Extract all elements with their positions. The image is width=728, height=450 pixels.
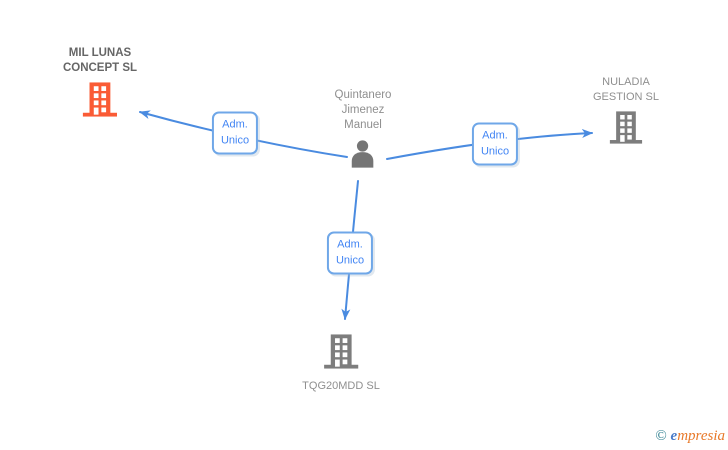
- company-node-mil-lunas-concept-sl[interactable]: MIL LUNAS CONCEPT SL: [63, 46, 137, 123]
- company-name-line: MIL LUNAS: [68, 47, 132, 59]
- person-node-quintanero-jimenez-manuel[interactable]: Quintanero Jimenez Manuel: [334, 88, 392, 174]
- company-name-line: GESTION SL: [592, 91, 660, 103]
- edge-label-adm-unico-right: Adm. Unico: [471, 122, 519, 166]
- person-name-line: Manuel: [344, 119, 382, 131]
- edge-label-line: Adm.: [482, 129, 508, 142]
- empresia-logo[interactable]: © empresia: [655, 428, 725, 445]
- company-node-nuladia-gestion-sl[interactable]: NULADIA GESTION SL: [593, 75, 659, 150]
- edge-label-line: Unico: [220, 134, 250, 147]
- building-icon: [82, 81, 118, 118]
- edge-label-line: Unico: [480, 145, 510, 158]
- person-icon: [348, 138, 378, 169]
- company-node-tqg20mdd-sl[interactable]: TQG20MDD SL: [302, 333, 380, 394]
- edge-label-adm-unico-bottom: Adm. Unico: [326, 231, 374, 275]
- person-name-line: Quintanero: [334, 89, 392, 101]
- brand-name: mpresia: [677, 428, 725, 444]
- copyright-icon: ©: [655, 428, 667, 444]
- company-name-line: TQG20MDD SL: [302, 380, 380, 392]
- edge-label-line: Unico: [335, 254, 365, 267]
- brand-initial: e: [670, 428, 678, 444]
- company-name-line: CONCEPT SL: [62, 62, 138, 74]
- building-icon: [609, 110, 643, 145]
- person-name-line: Jimenez: [341, 104, 385, 116]
- building-icon: [323, 333, 359, 370]
- edge-label-line: Adm.: [222, 118, 248, 131]
- company-name-line: NULADIA: [602, 76, 650, 88]
- edge-label-line: Adm.: [337, 238, 363, 251]
- edge-label-adm-unico-left: Adm. Unico: [211, 111, 259, 155]
